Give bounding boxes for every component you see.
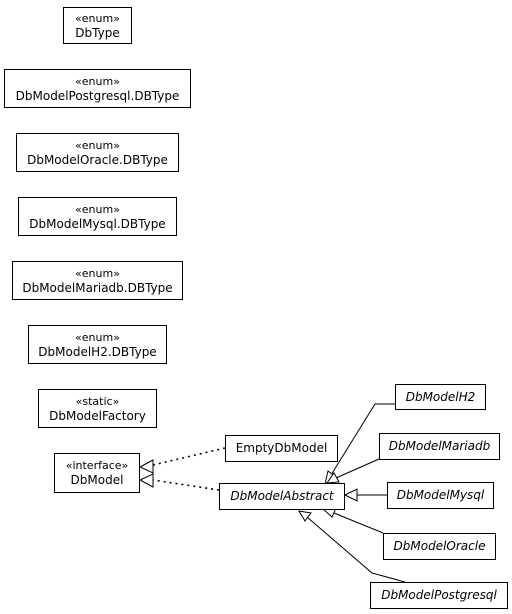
class-name: DbModelH2 bbox=[405, 389, 476, 404]
class-name: EmptyDbModel bbox=[235, 441, 328, 455]
class-dbmodelmariadb[interactable]: DbModelMariadb bbox=[379, 433, 500, 460]
class-dbmodelh2-dbtype[interactable]: «enum» DbModelH2.DBType bbox=[28, 325, 167, 364]
generalization-arrowhead bbox=[298, 510, 312, 522]
stereotype-label: «interface» bbox=[65, 459, 129, 472]
generalization-mariadb bbox=[335, 458, 380, 479]
stereotype-label: «enum» bbox=[75, 11, 120, 25]
class-name: DbModelPostgresql bbox=[381, 588, 497, 602]
class-dbmodeloracle-dbtype[interactable]: «enum» DbModelOracle.DBType bbox=[16, 133, 179, 172]
class-emptydbmodel[interactable]: EmptyDbModel bbox=[225, 435, 338, 462]
class-name: DbType bbox=[75, 25, 120, 40]
realization-empty-to-dbmodel bbox=[152, 447, 226, 466]
generalization-arrowhead bbox=[325, 472, 340, 484]
class-dbmodelmysql[interactable]: DbModelMysql bbox=[387, 482, 494, 509]
class-name: DbModelMysql.DBType bbox=[29, 216, 166, 231]
generalization-oracle bbox=[333, 512, 384, 534]
stereotype-label: «enum» bbox=[75, 330, 120, 344]
class-name: DbModelOracle.DBType bbox=[27, 152, 168, 167]
class-dbmodelmysql-dbtype[interactable]: «enum» DbModelMysql.DBType bbox=[18, 197, 177, 236]
generalization-postgresql bbox=[306, 516, 406, 583]
class-name: DbModelMariadb bbox=[388, 439, 491, 453]
class-dbmodeloracle[interactable]: DbModelOracle bbox=[383, 533, 496, 560]
class-dbtype[interactable]: «enum» DbType bbox=[63, 7, 132, 44]
stereotype-label: «enum» bbox=[75, 266, 120, 280]
class-dbmodelmariadb-dbtype[interactable]: «enum» DbModelMariadb.DBType bbox=[12, 261, 183, 300]
class-name: DbModel bbox=[70, 473, 124, 487]
class-name: DbModelPostgresql.DBType bbox=[15, 88, 180, 103]
class-dbmodelpostgresql-dbtype[interactable]: «enum» DbModelPostgresql.DBType bbox=[4, 69, 191, 108]
class-dbmodelh2[interactable]: DbModelH2 bbox=[395, 384, 486, 410]
realization-abstract-to-dbmodel bbox=[152, 479, 220, 491]
stereotype-label: «enum» bbox=[75, 202, 120, 216]
generalization-h2 bbox=[330, 403, 395, 476]
class-name: DbModelOracle bbox=[393, 539, 486, 553]
class-dbmodelpostgresql[interactable]: DbModelPostgresql bbox=[370, 582, 508, 609]
class-name: DbModelH2.DBType bbox=[38, 344, 157, 359]
class-name: DbModelMysql bbox=[396, 488, 485, 502]
realization-arrowhead bbox=[138, 473, 154, 488]
class-name: DbModelMariadb.DBType bbox=[22, 280, 173, 295]
realization-arrowhead bbox=[138, 459, 154, 474]
stereotype-label: «enum» bbox=[75, 74, 120, 88]
interface-dbmodel[interactable]: «interface» DbModel bbox=[54, 453, 140, 493]
generalization-arrowhead bbox=[343, 488, 358, 502]
class-name: DbModelFactory bbox=[49, 408, 146, 423]
class-dbmodelfactory[interactable]: «static» DbModelFactory bbox=[38, 389, 157, 428]
class-dbmodelabstract[interactable]: DbModelAbstract bbox=[219, 483, 345, 510]
stereotype-label: «enum» bbox=[75, 138, 120, 152]
stereotype-label: «static» bbox=[75, 394, 120, 408]
class-name: DbModelAbstract bbox=[230, 489, 334, 503]
